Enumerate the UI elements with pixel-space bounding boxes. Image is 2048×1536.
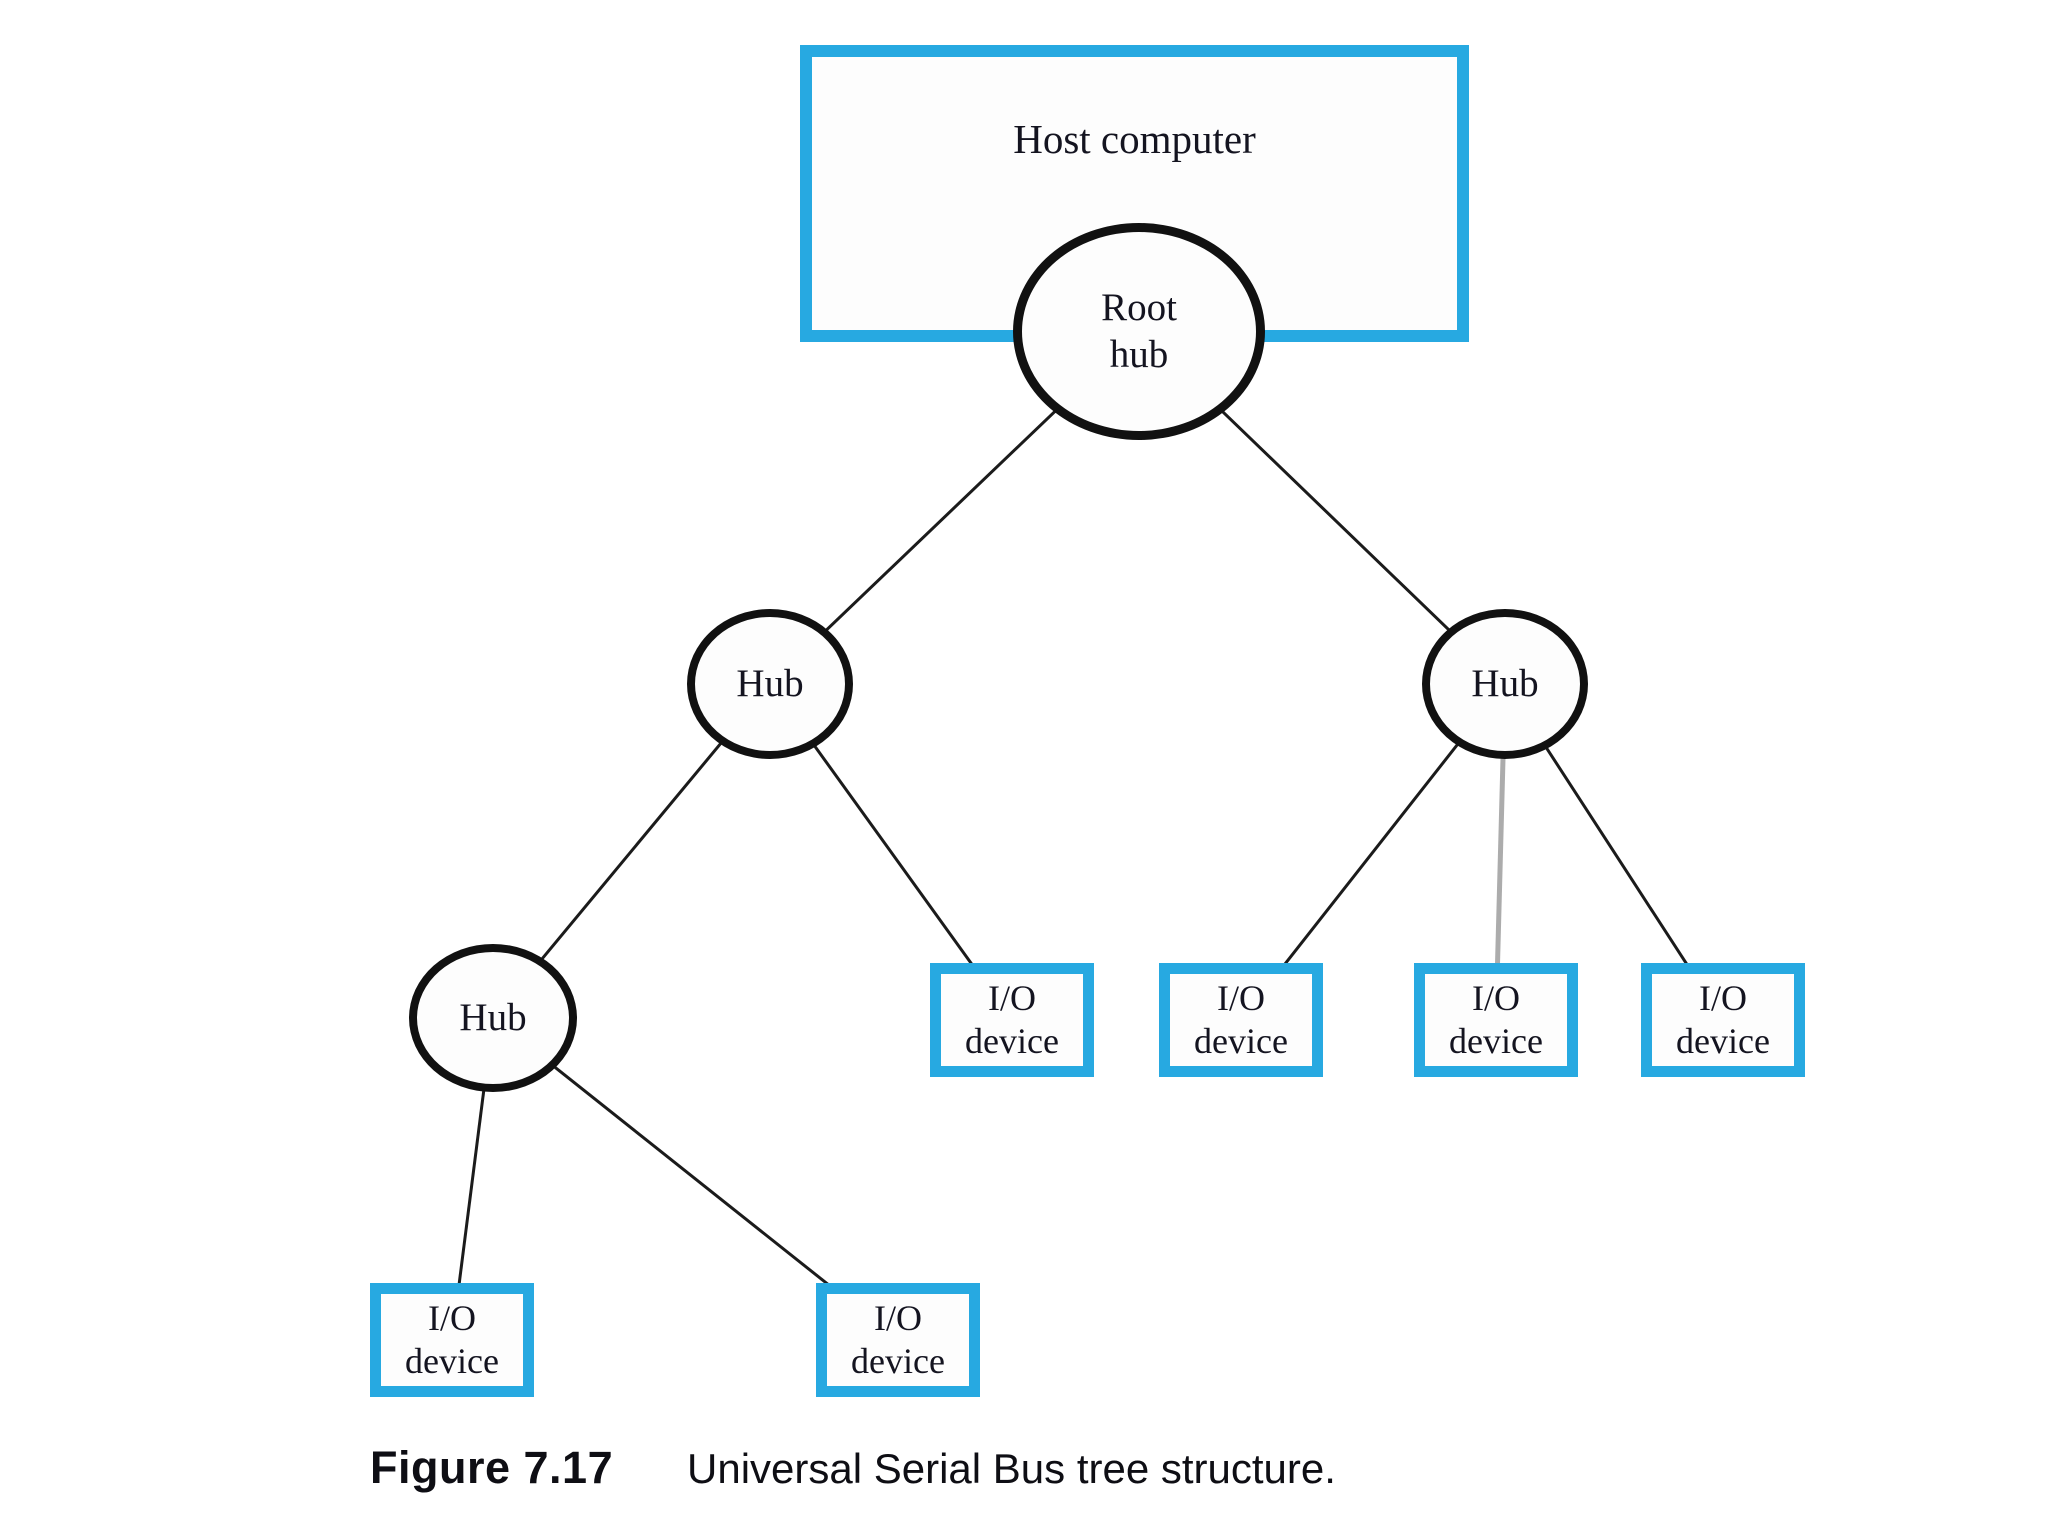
root-hub-node: Root hub bbox=[1013, 223, 1265, 440]
io-device-label: I/O device bbox=[405, 1297, 499, 1381]
io-device-box: I/O device bbox=[1641, 963, 1805, 1077]
hub-right-label: Hub bbox=[1471, 661, 1539, 705]
root-hub-label: Root hub bbox=[1101, 286, 1177, 376]
hub-node-left: Hub bbox=[687, 609, 853, 759]
io-device-box: I/O device bbox=[1159, 963, 1323, 1077]
host-computer-box: Host computer bbox=[800, 45, 1469, 342]
io-device-label: I/O device bbox=[965, 977, 1059, 1061]
io-device-box: I/O device bbox=[930, 963, 1094, 1077]
io-device-label: I/O device bbox=[851, 1297, 945, 1381]
figure-caption: Figure 7.17 Universal Serial Bus tree st… bbox=[0, 1442, 2048, 1502]
hub-node-lower-left: Hub bbox=[409, 944, 577, 1092]
hub-node-right: Hub bbox=[1422, 609, 1588, 759]
hub-left-label: Hub bbox=[736, 661, 804, 705]
hub-lower-left-label: Hub bbox=[459, 995, 527, 1039]
io-device-label: I/O device bbox=[1194, 977, 1288, 1061]
figure-caption-title: Universal Serial Bus tree structure. bbox=[687, 1445, 1336, 1492]
io-device-box: I/O device bbox=[816, 1283, 980, 1397]
io-device-label: I/O device bbox=[1449, 977, 1543, 1061]
host-computer-label: Host computer bbox=[1013, 116, 1256, 162]
io-device-box: I/O device bbox=[1414, 963, 1578, 1077]
io-device-label: I/O device bbox=[1676, 977, 1770, 1061]
io-device-box: I/O device bbox=[370, 1283, 534, 1397]
figure-caption-number: Figure 7.17 bbox=[370, 1442, 614, 1493]
